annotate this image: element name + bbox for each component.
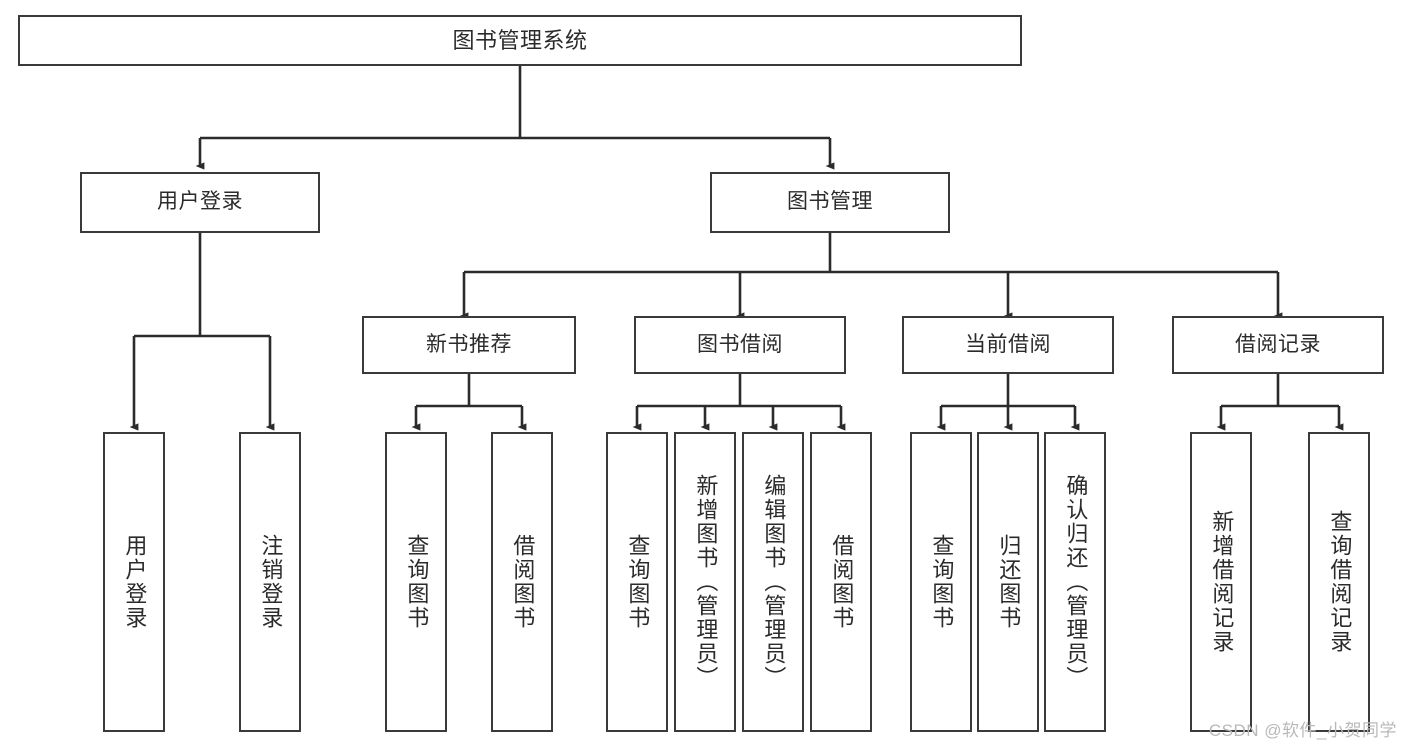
leaf-edit-book[interactable]: 编辑图书（管理员）	[742, 432, 804, 732]
leaf-return-book[interactable]: 归还图书	[977, 432, 1039, 732]
watermark: CSDN @软件_小贺同学	[1208, 721, 1397, 740]
leaf-confirm-return-label: 确认归还（管理员）	[1063, 474, 1089, 690]
leaf-edit-book-label: 编辑图书（管理员）	[761, 474, 787, 690]
leaf-query-record-label: 查询借阅记录	[1327, 510, 1353, 654]
leaf-borrow-book-2[interactable]: 借阅图书	[810, 432, 872, 732]
leaf-user-logout-label: 注销登录	[258, 534, 284, 630]
node-root-label: 图书管理系统	[452, 27, 588, 53]
node-user-login[interactable]: 用户登录	[80, 172, 320, 233]
leaf-query-book-3-label: 查询图书	[929, 534, 955, 630]
leaf-add-book[interactable]: 新增图书（管理员）	[674, 432, 736, 732]
leaf-user-login[interactable]: 用户登录	[103, 432, 165, 732]
leaf-borrow-book-1-label: 借阅图书	[510, 534, 536, 630]
node-borrowing-records[interactable]: 借阅记录	[1172, 316, 1384, 374]
leaf-add-book-label: 新增图书（管理员）	[693, 474, 719, 690]
leaf-borrow-book-2-label: 借阅图书	[829, 534, 855, 630]
node-current-borrowing-label: 当前借阅	[965, 332, 1051, 356]
leaf-query-book-3[interactable]: 查询图书	[910, 432, 972, 732]
node-book-borrowing[interactable]: 图书借阅	[634, 316, 846, 374]
node-new-book-recommendation-label: 新书推荐	[426, 332, 512, 356]
leaf-confirm-return[interactable]: 确认归还（管理员）	[1044, 432, 1106, 732]
leaf-query-book-1-label: 查询图书	[404, 534, 430, 630]
node-new-book-recommendation[interactable]: 新书推荐	[362, 316, 576, 374]
node-book-management[interactable]: 图书管理	[710, 172, 950, 233]
leaf-add-record[interactable]: 新增借阅记录	[1190, 432, 1252, 732]
leaf-borrow-book-1[interactable]: 借阅图书	[491, 432, 553, 732]
node-root[interactable]: 图书管理系统	[18, 15, 1022, 66]
leaf-query-book-2-label: 查询图书	[625, 534, 651, 630]
node-user-login-label: 用户登录	[157, 190, 243, 214]
node-current-borrowing[interactable]: 当前借阅	[902, 316, 1114, 374]
leaf-query-book-2[interactable]: 查询图书	[606, 432, 668, 732]
leaf-query-record[interactable]: 查询借阅记录	[1308, 432, 1370, 732]
leaf-query-book-1[interactable]: 查询图书	[385, 432, 447, 732]
leaf-add-record-label: 新增借阅记录	[1209, 510, 1235, 654]
node-book-management-label: 图书管理	[787, 190, 873, 214]
leaf-user-login-label: 用户登录	[122, 534, 148, 630]
node-book-borrowing-label: 图书借阅	[697, 332, 783, 356]
node-borrowing-records-label: 借阅记录	[1235, 332, 1321, 356]
leaf-return-book-label: 归还图书	[996, 534, 1022, 630]
leaf-user-logout[interactable]: 注销登录	[239, 432, 301, 732]
